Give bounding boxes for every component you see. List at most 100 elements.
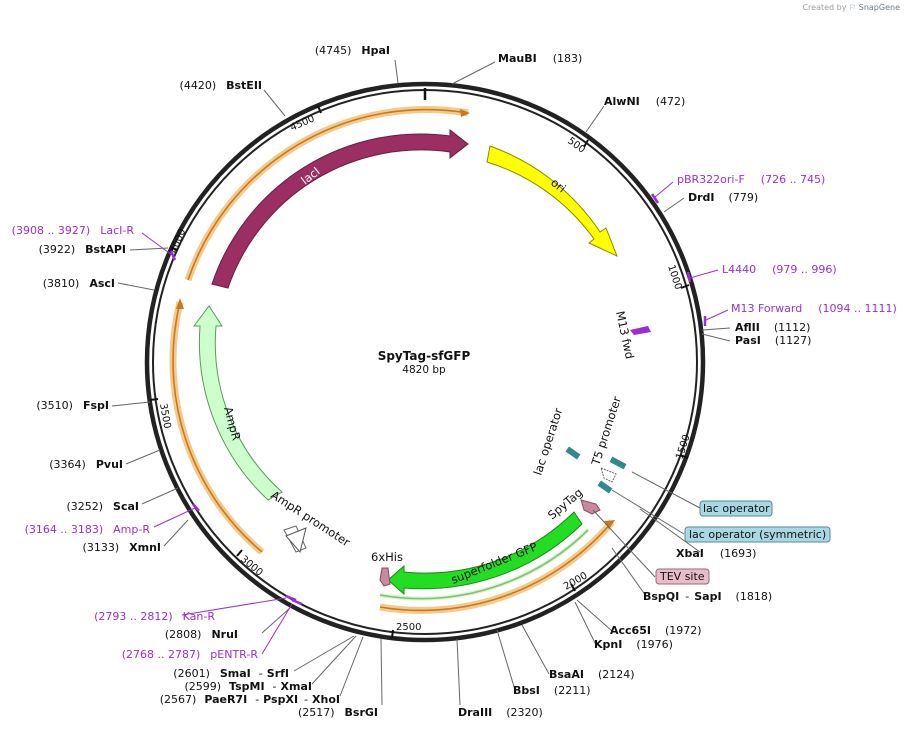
site-drdi[interactable]: DrdI(779) (688, 191, 758, 204)
site-xmni-pos: (3133) (83, 541, 120, 554)
sites-right: MauBI (183) AlwNI(472) DrdI(779) AflII(11… (458, 52, 811, 719)
primer-laci-r[interactable]: (3908 .. 3927)LacI-R (12, 224, 135, 237)
site-bspqi-name: BspQI (643, 590, 679, 603)
gfp-orf-line (379, 521, 613, 612)
ori-feature[interactable]: ori (486, 145, 618, 257)
lac-operator-sym-box-label: lac operator (symmetric) (689, 528, 826, 541)
leader-tev (592, 509, 656, 578)
site-bsaai-name: BsaAI (549, 668, 584, 681)
site-smai[interactable]: (2601)SmaI-SrfI (173, 667, 289, 680)
primer-kan-r[interactable]: (2793 .. 2812)Kan-R (94, 610, 215, 623)
primer-pbr322ori-f[interactable]: pBR322ori-F(726 .. 745) (677, 173, 825, 186)
site-kpni[interactable]: KpnI(1976) (594, 638, 673, 651)
primer-l4440[interactable]: L4440(979 .. 996) (722, 263, 837, 276)
primer-laci-r-name: LacI-R (100, 224, 134, 237)
primer-amp-r[interactable]: (3164 .. 3183)Amp-R (25, 523, 151, 536)
leader-lines (111, 59, 731, 706)
gfp-orf-arrow (604, 520, 615, 529)
backbone (144, 81, 706, 643)
site-acc65i-name: Acc65I (610, 624, 651, 637)
site-pvui-name: PvuI (96, 458, 123, 471)
site-scai[interactable]: (3252)ScaI (66, 500, 139, 513)
site-bsaai-pos: (2124) (598, 668, 635, 681)
leader-xbai (639, 508, 701, 553)
site-xmni-name: XmnI (129, 541, 161, 554)
lac-operator-sym-box[interactable] (684, 526, 831, 543)
site-alwni-name: AlwNI (604, 95, 640, 108)
site-asci[interactable]: (3810)AscI (43, 277, 115, 290)
site-bbsi[interactable]: BbsI(2211) (513, 684, 590, 697)
sfgfp-arrow (387, 511, 583, 596)
site-maubi[interactable]: MauBI (183) (498, 52, 582, 65)
gfp-inner-glow (379, 528, 590, 601)
tick-3500: 3500 (157, 403, 172, 430)
ampr-promoter-label: AmpR promoter (268, 488, 352, 550)
site-scai-pos: (3252) (66, 500, 103, 513)
site-fspi-pos: (3510) (36, 399, 73, 412)
plasmid-length: 4820 bp (402, 364, 446, 376)
site-bstapi-pos: (3922) (39, 243, 76, 256)
site-bspqi-sep: - (685, 590, 689, 603)
leader-m13 (705, 309, 729, 321)
site-acc65i[interactable]: Acc65I(1972) (610, 624, 702, 637)
site-smai-sep: - (259, 667, 263, 680)
primer-pbr322ori-f-name: pBR322ori-F (677, 173, 745, 186)
primer-mark-laci-r (169, 250, 177, 261)
site-bsteii-pos: (4420) (180, 79, 217, 92)
site-nrui[interactable]: (2808)NruI (165, 628, 238, 641)
plasmid-name: SpyTag-sfGFP (378, 349, 471, 363)
site-bsteii[interactable]: (4420)BstEII (180, 79, 262, 92)
site-bsaai[interactable]: BsaAI (2124) (549, 668, 635, 681)
site-draiii[interactable]: DraIII(2320) (458, 706, 543, 719)
site-pvui[interactable]: (3364) PvuI (49, 458, 123, 471)
site-alwni[interactable]: AlwNI(472) (604, 95, 685, 108)
site-aflii-name: AflII (735, 321, 760, 334)
site-hpai[interactable]: (4745)HpaI (315, 44, 390, 57)
site-bstapi[interactable]: (3922)BstAPI (39, 243, 126, 256)
leader-draiii (456, 638, 461, 706)
ampr-feature[interactable]: AmpR AmpR promoter (193, 305, 353, 554)
site-aflii[interactable]: AflII(1112) (735, 321, 810, 334)
site-tspmi[interactable]: (2599)TspMI-XmaI (184, 680, 312, 693)
leader-scai (141, 487, 179, 505)
primer-mark-amp-r (192, 503, 200, 512)
site-maubi-pos: (183) (553, 52, 583, 65)
site-paer7i-sep2: - (304, 693, 308, 706)
tick-mark-1500 (679, 454, 689, 459)
site-pasi-name: PasI (735, 334, 761, 347)
primer-m13-forward[interactable]: M13 Forward(1094 .. 1111) (731, 302, 897, 315)
m13fwd-feature[interactable]: M13 fwd (613, 310, 651, 361)
site-tspmi-pos: (2599) (184, 680, 221, 693)
site-bsrgi-name: BsrGI (345, 706, 378, 719)
site-pvui-pos: (3364) (49, 458, 86, 471)
site-xbai[interactable]: XbaI(1693) (676, 547, 756, 560)
tick-mark-2000 (570, 583, 576, 592)
site-tspmi-sep: - (273, 680, 277, 693)
primer-m13-forward-name: M13 Forward (731, 302, 802, 315)
tev-site-box[interactable] (655, 568, 710, 585)
leader-kpni (574, 601, 597, 646)
site-asci-pos: (3810) (43, 277, 80, 290)
leader-nrui (261, 607, 291, 634)
sfgfp-feature[interactable]: superfolder GFP (387, 511, 583, 596)
primer-pentr-r[interactable]: (2768 .. 2787)pENTR-R (122, 648, 259, 661)
site-draiii-pos: (2320) (506, 706, 543, 719)
leader-asci (117, 282, 155, 291)
lac-operator-box[interactable] (699, 500, 773, 517)
ampr-orf-line (172, 301, 263, 553)
operator-region[interactable]: lac operator T5 promoter (531, 394, 627, 494)
site-pasi[interactable]: PasI(1127) (735, 334, 811, 347)
site-fspi[interactable]: (3510)FspI (36, 399, 109, 412)
site-xmni[interactable]: (3133) XmnI (83, 541, 161, 554)
site-maubi-name: MauBI (498, 52, 537, 65)
leader-kan-r (181, 597, 287, 616)
site-paer7i[interactable]: (2567)PaeR7I-PspXI-XhoI (160, 693, 340, 706)
sixhis-feature[interactable]: 6xHis (371, 550, 403, 587)
site-smai-name: SmaI (220, 667, 251, 680)
leader-xmni (163, 519, 189, 547)
lac-operator-sym-mark (597, 480, 613, 494)
site-bsrgi[interactable]: (2517)BsrGI (298, 706, 378, 719)
tick-mark-2500 (391, 629, 394, 639)
site-bspqi[interactable]: BspQI-SapI(1818) (643, 590, 772, 603)
